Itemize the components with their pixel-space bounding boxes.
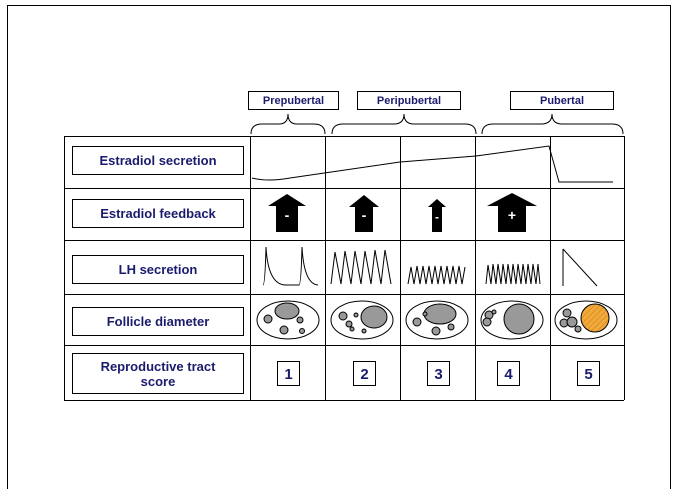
stage-brace-pubertal: [481, 113, 624, 135]
row-label-estradiol-secretion: Estradiol secretion: [72, 146, 244, 175]
feedback-arrow-3: [428, 199, 446, 232]
stage-brace-prepubertal: [250, 113, 326, 135]
slide-frame: [7, 5, 671, 489]
ovary-1: [256, 300, 320, 340]
feedback-sign-2: -: [361, 207, 367, 223]
lh-pulse-curve-4: [485, 263, 541, 285]
row-label-estradiol-feedback: Estradiol feedback: [72, 199, 244, 228]
grid-line: [64, 400, 624, 401]
ovary-2: [330, 300, 394, 340]
ovary-5: [554, 300, 618, 340]
score-box-1: 1: [277, 361, 300, 386]
lh-pulse-curve-2: [330, 249, 392, 285]
ovary-4: [480, 300, 544, 340]
grid-line: [64, 188, 624, 189]
score-box-2: 2: [353, 361, 376, 386]
grid-line: [325, 136, 326, 400]
score-box-4: 4: [497, 361, 520, 386]
grid-line: [64, 136, 624, 137]
feedback-arrow-4: [487, 193, 537, 232]
lh-pulse-curve-1: [262, 246, 319, 286]
row-label-follicle-diameter: Follicle diameter: [72, 307, 244, 336]
score-box-3: 3: [427, 361, 450, 386]
grid-line: [400, 136, 401, 400]
grid-line: [475, 136, 476, 400]
stage-pubertal: Pubertal: [510, 91, 614, 110]
grid-line: [250, 136, 251, 400]
stage-prepubertal: Prepubertal: [248, 91, 339, 110]
lh-pulse-curve-3: [407, 265, 466, 285]
stage-brace-peripubertal: [331, 113, 477, 135]
row-label-lh-secretion: LH secretion: [72, 255, 244, 284]
grid-line: [64, 294, 624, 295]
grid-line: [624, 136, 625, 400]
grid-line: [64, 136, 65, 400]
feedback-arrow-2: [349, 195, 379, 232]
lh-decline-line: [562, 248, 598, 287]
score-box-5: 5: [577, 361, 600, 386]
stage-peripubertal: Peripubertal: [357, 91, 461, 110]
ovary-3: [405, 300, 469, 340]
row-label-reproductive-tract-score: Reproductive tract score: [72, 353, 244, 394]
feedback-sign-3: -: [435, 210, 439, 224]
feedback-sign-1: -: [284, 207, 290, 223]
estradiol-secretion-curve: [251, 145, 613, 183]
feedback-arrow-1: [268, 194, 306, 232]
grid-line: [64, 345, 624, 346]
feedback-sign-4: +: [507, 207, 517, 223]
grid-line: [64, 240, 624, 241]
grid-line: [550, 136, 551, 400]
